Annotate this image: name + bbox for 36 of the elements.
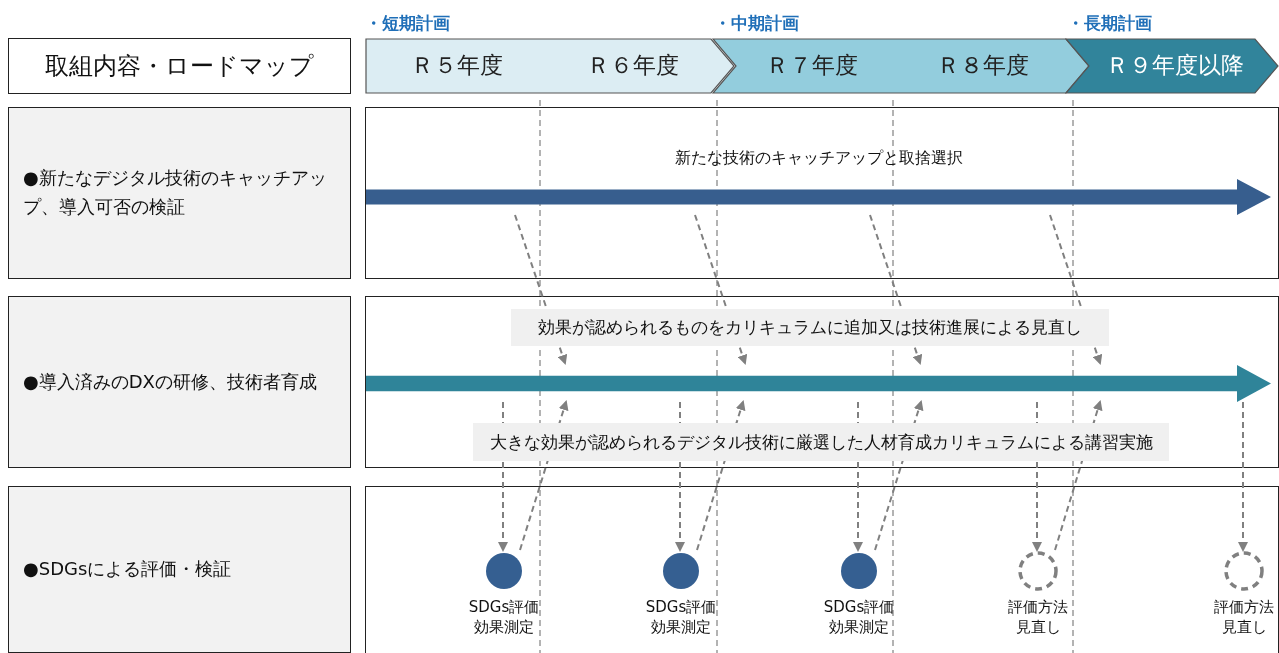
year-label: Ｒ５年度 <box>411 51 503 80</box>
row-heading: ●SDGsによる評価・検証 <box>8 486 351 653</box>
header-box: 取組内容・ロードマップ <box>8 38 351 94</box>
dashed-arrow <box>696 400 746 551</box>
dashed-arrow <box>675 401 685 552</box>
dashed-arrow <box>869 214 923 365</box>
milestone-caption: 評価方法見直し <box>1213 597 1275 638</box>
year-label: Ｒ９年度以降 <box>1106 51 1244 80</box>
phase-label: ・長期計画 <box>1067 12 1152 35</box>
milestone-caption: 評価方法見直し <box>1007 597 1069 638</box>
dashed-arrow <box>694 214 748 365</box>
dashed-arrow <box>1054 400 1103 551</box>
phase-label: ・中期計画 <box>714 12 799 35</box>
row-heading: ●導入済みのDXの研修、技術者育成 <box>8 296 351 468</box>
dashed-arrow <box>1032 401 1042 552</box>
dashed-arrow <box>1049 214 1103 365</box>
arrow-caption: 新たな技術のキャッチアップと取捨選択 <box>673 148 964 169</box>
row-heading: ●新たなデジタル技術のキャッチアップ、導入可否の検証 <box>8 107 351 279</box>
milestone-caption: SDGs評価効果測定 <box>468 597 540 638</box>
year-label: Ｒ６年度 <box>587 51 679 80</box>
dashed-arrow <box>514 214 568 365</box>
note-band: 大きな効果が認められるデジタル技術に厳選した人材育成カリキュラムによる講習実施 <box>473 423 1169 461</box>
note-band: 効果が認められるものをカリキュラムに追加又は技術進展による見直し <box>511 309 1109 346</box>
row-panel <box>365 486 1279 653</box>
milestone-caption: SDGs評価効果測定 <box>823 597 895 638</box>
row-panel <box>365 107 1279 279</box>
dashed-arrow <box>519 400 569 551</box>
dashed-arrow <box>853 401 863 552</box>
row-panel <box>365 296 1279 468</box>
milestone-caption: SDGs評価効果測定 <box>645 597 717 638</box>
dashed-arrow <box>874 400 924 551</box>
dashed-arrow <box>1238 401 1248 552</box>
year-label: Ｒ８年度 <box>937 51 1029 80</box>
dashed-arrow <box>498 401 508 552</box>
phase-label: ・短期計画 <box>365 12 450 35</box>
year-label: Ｒ７年度 <box>766 51 858 80</box>
